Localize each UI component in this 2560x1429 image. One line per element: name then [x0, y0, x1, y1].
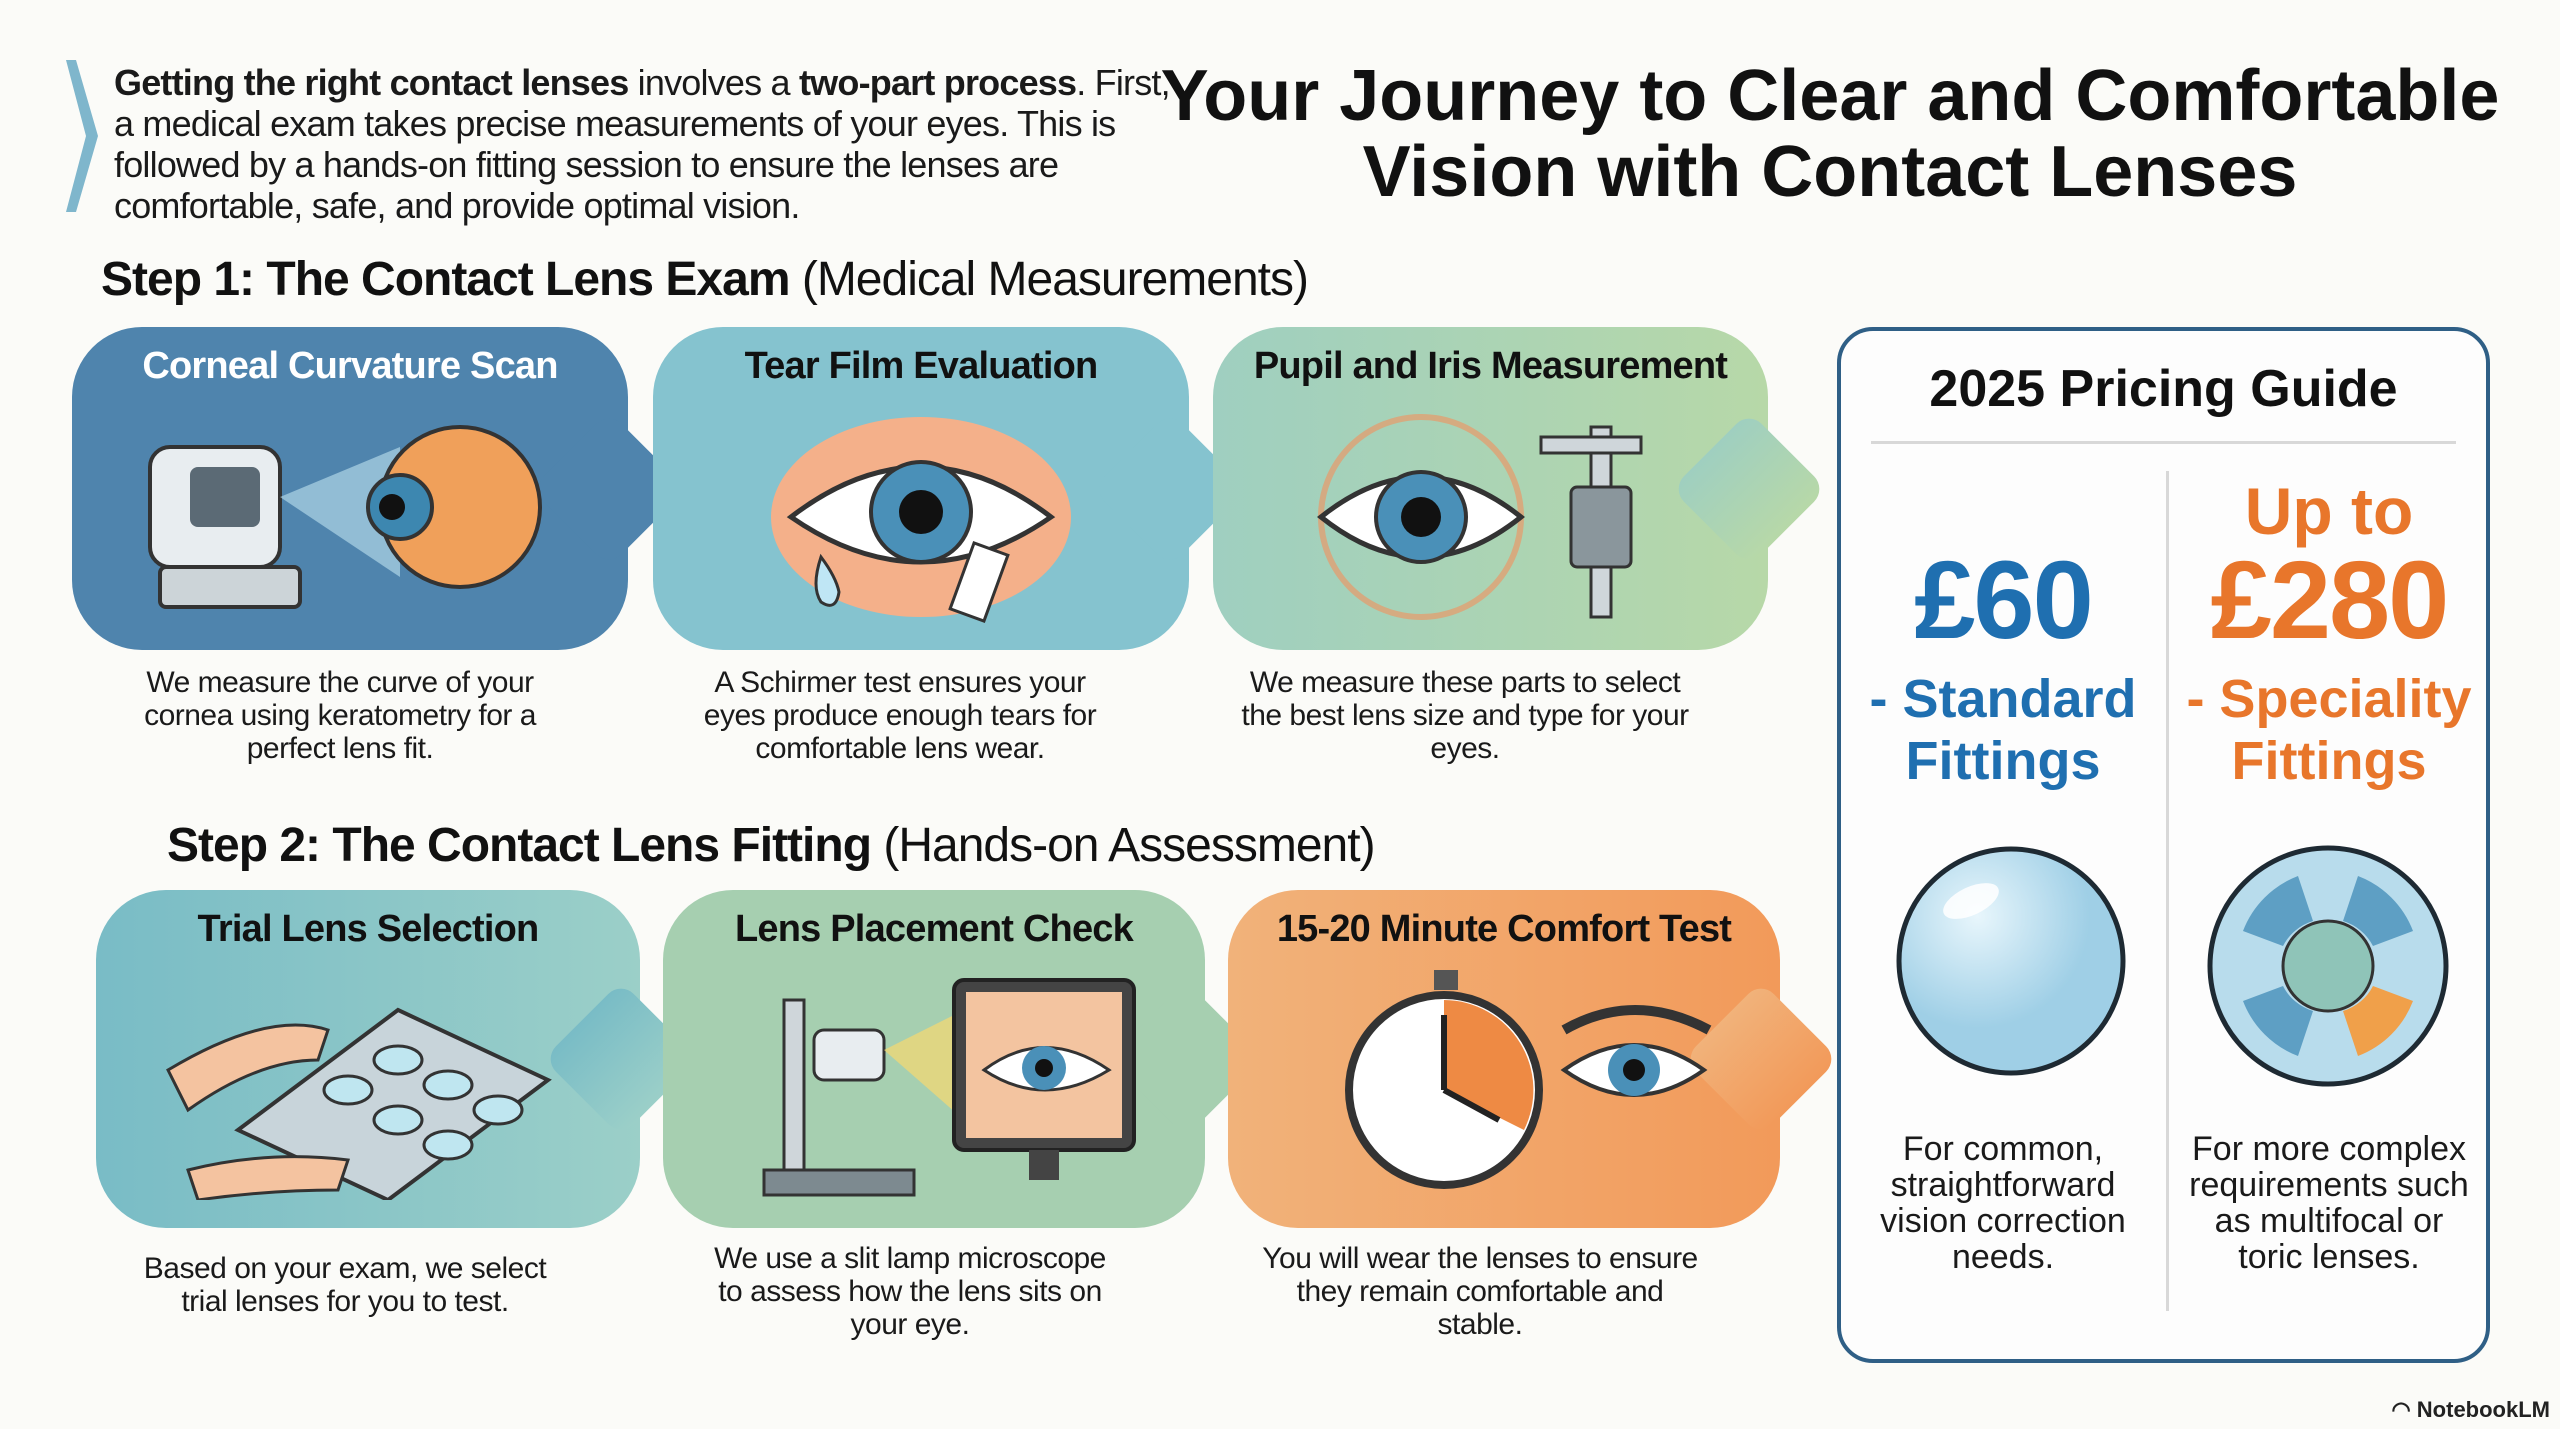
card-title: 15-20 Minute Comfort Test [1276, 908, 1732, 950]
step2-heading-sub: (Hands-on Assessment) [871, 819, 1375, 872]
notebooklm-watermark: ◠ NotebookLM [2391, 1397, 2550, 1423]
step2-heading: Step 2: The Contact Lens Fitting (Hands-… [167, 818, 1376, 873]
divider [1871, 441, 2456, 444]
standard-label-2: Fittings [1905, 731, 2101, 791]
intro-paragraph: Getting the right contact lenses involve… [114, 62, 1174, 226]
card-comfort-test: 15-20 Minute Comfort Test [1228, 890, 1780, 1228]
card-description: A Schirmer test ensures your eyes produc… [703, 666, 1097, 765]
pricing-guide-panel: 2025 Pricing Guide £60 - Standard Fittin… [1837, 327, 2490, 1363]
lens-tray-icon [166, 1007, 552, 1200]
speciality-description: For more complex requirements such as mu… [2189, 1130, 2469, 1276]
step1-heading-sub: (Medical Measurements) [789, 253, 1309, 306]
card-description: Based on your exam, we select trial lens… [143, 1252, 547, 1318]
standard-pricing: £60 - Standard Fittings [1853, 546, 2153, 792]
card-description: We measure the curve of your cornea usin… [144, 666, 536, 765]
step1-heading: Step 1: The Contact Lens Exam (Medical M… [101, 252, 1309, 307]
card-title: Trial Lens Selection [197, 908, 540, 950]
keratometer-eye-icon [148, 425, 542, 609]
standard-price: £60 [1914, 539, 2094, 662]
intro-bold-1: Getting the right contact lenses [114, 62, 629, 103]
chevron-accent-icon [66, 60, 98, 212]
card-tear-film-evaluation: Tear Film Evaluation [653, 327, 1189, 650]
slit-lamp-icon [762, 978, 1136, 1197]
intro-text-1: involves a [628, 62, 799, 103]
card-pupil-iris-measurement: Pupil and Iris Measurement [1213, 327, 1768, 650]
soft-lens-icon [1896, 846, 2126, 1076]
speciality-pricing: Up to £280 - Speciality Fittings [2179, 476, 2479, 792]
toric-lens-icon [2207, 845, 2449, 1087]
page-title: Your Journey to Clear and Comfortable Vi… [1160, 56, 2500, 212]
standard-description: For common, straightforward vision corre… [1880, 1130, 2126, 1276]
card-title: Lens Placement Check [735, 908, 1134, 950]
card-description: You will wear the lenses to ensure they … [1262, 1242, 1698, 1341]
speciality-label: - Speciality [2186, 669, 2472, 729]
notebooklm-logo-icon: ◠ [2391, 1397, 2417, 1422]
standard-label: - Standard [1869, 669, 2137, 729]
speciality-label-2: Fittings [2231, 731, 2427, 791]
card-trial-lens-selection: Trial Lens Selection [96, 890, 640, 1228]
stopwatch-eye-icon [1345, 970, 1712, 1189]
speciality-prefix: Up to [2244, 474, 2414, 548]
tear-eye-icon [771, 417, 1071, 623]
speciality-price: £280 [2210, 539, 2450, 662]
divider [2166, 471, 2169, 1311]
card-description: We measure these parts to select the bes… [1241, 666, 1689, 765]
card-lens-placement-check: Lens Placement Check [663, 890, 1205, 1228]
intro-text-2: . First, a medical exam takes precise me… [114, 62, 1171, 226]
card-corneal-curvature-scan: Corneal Curvature Scan [72, 327, 628, 650]
card-title: Corneal Curvature Scan [142, 345, 558, 387]
eye-caliper-icon [1316, 414, 1642, 620]
card-title: Pupil and Iris Measurement [1253, 345, 1728, 387]
step1-heading-bold: Step 1: The Contact Lens Exam [101, 253, 790, 306]
step2-heading-bold: Step 2: The Contact Lens Fitting [167, 819, 872, 872]
footer-text: NotebookLM [2416, 1397, 2550, 1422]
pricing-title: 2025 Pricing Guide [1929, 360, 2398, 418]
intro-bold-2: two-part process [798, 62, 1077, 103]
card-description: We use a slit lamp microscope to assess … [714, 1242, 1106, 1341]
card-title: Tear Film Evaluation [744, 345, 1099, 387]
